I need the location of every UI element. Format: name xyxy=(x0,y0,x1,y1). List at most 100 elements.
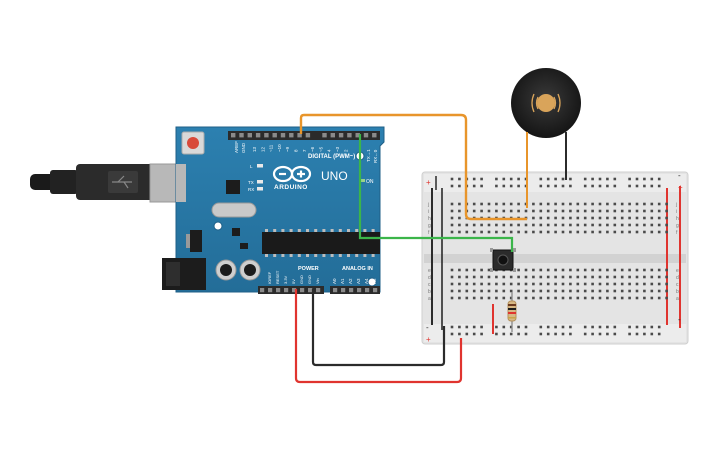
breadboard-hole[interactable] xyxy=(628,202,631,206)
breadboard-hole[interactable] xyxy=(472,275,476,279)
header-pin[interactable] xyxy=(363,133,369,138)
breadboard-hole[interactable] xyxy=(487,282,491,286)
header-pin[interactable] xyxy=(255,133,261,138)
breadboard-hole[interactable] xyxy=(458,289,461,293)
breadboard-hole[interactable] xyxy=(613,202,617,206)
breadboard-hole[interactable] xyxy=(480,268,483,272)
power-pin[interactable] xyxy=(268,288,273,293)
breadboard-hole[interactable] xyxy=(495,223,498,227)
rail-hole[interactable] xyxy=(509,184,513,188)
breadboard-hole[interactable] xyxy=(569,230,572,234)
breadboard-hole[interactable] xyxy=(450,209,454,213)
breadboard-hole[interactable] xyxy=(561,268,565,272)
analog-pin[interactable] xyxy=(341,288,346,293)
rail-hole[interactable] xyxy=(643,184,646,188)
rail-hole[interactable] xyxy=(598,325,602,329)
breadboard-hole[interactable] xyxy=(598,296,602,300)
breadboard-hole[interactable] xyxy=(591,282,594,286)
breadboard-hole[interactable] xyxy=(635,268,639,272)
breadboard-hole[interactable] xyxy=(591,296,594,300)
breadboard-hole[interactable] xyxy=(502,209,506,213)
breadboard-hole[interactable] xyxy=(598,289,602,293)
breadboard-hole[interactable] xyxy=(487,289,491,293)
rail-hole[interactable] xyxy=(606,325,609,329)
rail-hole[interactable] xyxy=(458,177,461,181)
breadboard-hole[interactable] xyxy=(613,230,617,234)
rail-hole[interactable] xyxy=(657,177,661,181)
rail-hole[interactable] xyxy=(635,184,639,188)
wire-black-gnd-to-rail[interactable] xyxy=(311,289,446,367)
rail-hole[interactable] xyxy=(458,332,461,336)
breadboard-hole[interactable] xyxy=(606,296,609,300)
breadboard-hole[interactable] xyxy=(458,268,461,272)
rail-hole[interactable] xyxy=(561,332,565,336)
breadboard-hole[interactable] xyxy=(561,230,565,234)
breadboard-hole[interactable] xyxy=(465,230,469,234)
analog-pin[interactable] xyxy=(365,288,370,293)
breadboard-hole[interactable] xyxy=(606,289,609,293)
header-pin[interactable] xyxy=(247,133,252,138)
rail-hole[interactable] xyxy=(450,332,454,336)
breadboard-hole[interactable] xyxy=(591,202,594,206)
breadboard-hole[interactable] xyxy=(532,268,535,272)
breadboard-hole[interactable] xyxy=(532,282,535,286)
breadboard-hole[interactable] xyxy=(554,282,557,286)
breadboard-hole[interactable] xyxy=(561,289,565,293)
breadboard-hole[interactable] xyxy=(517,230,520,234)
breadboard-hole[interactable] xyxy=(532,296,535,300)
breadboard-hole[interactable] xyxy=(650,282,654,286)
rail-hole[interactable] xyxy=(480,177,483,181)
header-pin[interactable] xyxy=(231,133,236,138)
breadboard-hole[interactable] xyxy=(620,202,624,206)
breadboard-hole[interactable] xyxy=(458,296,461,300)
breadboard-hole[interactable] xyxy=(517,282,520,286)
breadboard-hole[interactable] xyxy=(495,296,498,300)
breadboard-hole[interactable] xyxy=(620,230,624,234)
breadboard-hole[interactable] xyxy=(576,209,580,213)
breadboard-hole[interactable] xyxy=(517,202,520,206)
breadboard-hole[interactable] xyxy=(487,230,491,234)
breadboard-hole[interactable] xyxy=(665,209,668,213)
rail-hole[interactable] xyxy=(657,184,661,188)
breadboard-hole[interactable] xyxy=(532,202,535,206)
rail-hole[interactable] xyxy=(502,325,506,329)
breadboard-hole[interactable] xyxy=(532,275,535,279)
rail-hole[interactable] xyxy=(613,177,617,181)
breadboard-hole[interactable] xyxy=(591,275,594,279)
breadboard-hole[interactable] xyxy=(650,209,654,213)
breadboard-hole[interactable] xyxy=(546,223,550,227)
breadboard-hole[interactable] xyxy=(532,209,535,213)
rail-hole[interactable] xyxy=(650,184,654,188)
breadboard-hole[interactable] xyxy=(480,223,483,227)
rail-hole[interactable] xyxy=(472,325,476,329)
breadboard-hole[interactable] xyxy=(487,296,491,300)
rail-hole[interactable] xyxy=(628,184,631,188)
breadboard-hole[interactable] xyxy=(502,282,506,286)
breadboard-hole[interactable] xyxy=(450,230,454,234)
breadboard-hole[interactable] xyxy=(628,282,631,286)
breadboard-hole[interactable] xyxy=(657,289,661,293)
header-pin[interactable] xyxy=(264,133,269,138)
header-pin[interactable] xyxy=(297,133,302,138)
breadboard-hole[interactable] xyxy=(613,223,617,227)
breadboard-hole[interactable] xyxy=(561,209,565,213)
header-pin[interactable] xyxy=(305,133,311,138)
rail-hole[interactable] xyxy=(465,332,469,336)
breadboard-hole[interactable] xyxy=(665,289,668,293)
breadboard-hole[interactable] xyxy=(598,230,602,234)
breadboard-hole[interactable] xyxy=(576,230,580,234)
rail-hole[interactable] xyxy=(539,177,543,181)
breadboard-hole[interactable] xyxy=(472,296,476,300)
breadboard-hole[interactable] xyxy=(635,223,639,227)
analog-pin[interactable] xyxy=(373,288,378,293)
breadboard-hole[interactable] xyxy=(524,223,528,227)
breadboard-hole[interactable] xyxy=(561,223,565,227)
breadboard-hole[interactable] xyxy=(554,296,557,300)
breadboard-hole[interactable] xyxy=(657,230,661,234)
rail-hole[interactable] xyxy=(606,332,609,336)
breadboard-hole[interactable] xyxy=(576,275,580,279)
breadboard-hole[interactable] xyxy=(598,202,602,206)
rail-hole[interactable] xyxy=(635,177,639,181)
breadboard-hole[interactable] xyxy=(524,282,528,286)
